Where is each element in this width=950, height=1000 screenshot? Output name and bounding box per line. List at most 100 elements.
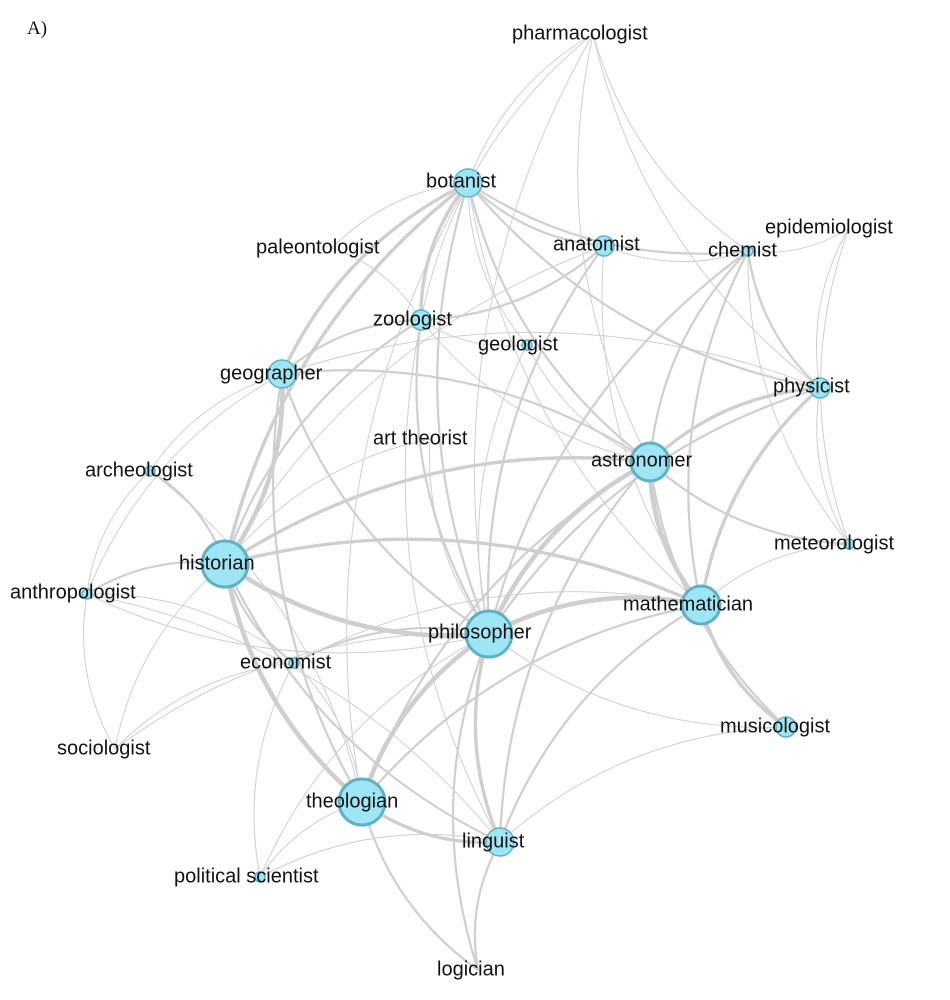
edge-economist-anthropologist (86, 593, 295, 664)
edge-epidemiologist-physicist (816, 227, 850, 389)
edge-philosopher-political_scientist (259, 633, 490, 878)
edge-botanist-philosopher (436, 181, 491, 636)
edge-zoologist-philosopher (415, 318, 491, 636)
node-label-paleontologist: paleontologist (256, 236, 380, 258)
node-label-chemist: chemist (708, 239, 777, 261)
edge-pharmacologist-chemist (592, 33, 749, 252)
node-label-musicologist: musicologist (720, 715, 830, 737)
node-label-geographer: geographer (220, 362, 323, 384)
node-mathematician[interactable] (680, 584, 722, 626)
node-botanist[interactable] (453, 168, 483, 198)
edge-chemist-physicist (746, 249, 822, 390)
edge-geologist-philosopher (478, 344, 528, 635)
edge-botanist-astronomer (466, 181, 652, 464)
edge-pharmacologist-physicist (592, 33, 821, 389)
node-geologist[interactable] (521, 339, 533, 351)
node-label-zoologist: zoologist (373, 308, 452, 330)
edge-linguist-logician (473, 840, 502, 972)
node-label-pharmacologist: pharmacologist (512, 22, 648, 44)
edge-mathematician-historian (223, 537, 703, 607)
edge-botanist-theologian (346, 182, 469, 803)
edge-astronomer-meteorologist (648, 460, 851, 546)
edge-art_theorist-historian (224, 438, 431, 565)
node-chemist[interactable] (742, 245, 754, 257)
edge-theologian-archeologist (149, 470, 363, 803)
node-political_scientist[interactable] (254, 871, 266, 883)
edge-astronomer-geographer (280, 369, 652, 464)
node-physicist[interactable] (809, 377, 831, 399)
edge-botanist-physicist (466, 181, 822, 390)
edge-mathematician-economist (293, 591, 702, 664)
edge-economist-political_scientist (253, 662, 295, 878)
node-label-logician: logician (437, 958, 505, 980)
node-linguist[interactable] (485, 827, 515, 857)
edge-anatomist-mathematician (601, 245, 702, 606)
node-zoologist[interactable] (410, 309, 432, 331)
edge-archeologist-anthropologist (86, 470, 151, 595)
edge-geographer-archeologist (149, 373, 283, 472)
edge-anatomist-philosopher (486, 244, 606, 636)
edge-art_theorist-philosopher (429, 438, 490, 635)
edge-pharmacologist-astronomer (577, 33, 651, 463)
node-archeologist[interactable] (144, 465, 156, 477)
node-label-epidemiologist: epidemiologist (765, 216, 893, 238)
node-anatomist[interactable] (593, 235, 615, 257)
edge-chemist-epidemiologist (747, 227, 850, 253)
nodes-layer (81, 168, 855, 883)
node-label-anthropologist: anthropologist (10, 581, 136, 603)
panel-label: A) (27, 18, 48, 39)
node-label-historian: historian (179, 552, 255, 574)
edge-zoologist-geologist (420, 319, 528, 347)
node-label-linguist: linguist (462, 830, 525, 852)
edge-historian-theologian (222, 561, 365, 805)
edge-physicist-astronomer (648, 386, 822, 464)
edge-historian-geographer (222, 371, 285, 567)
node-theologian[interactable] (337, 777, 387, 827)
labels-layer: pharmacologist botanist epidemiologist pale… (10, 22, 895, 980)
edge-philosopher-logician (451, 632, 491, 972)
node-label-mathematician: mathematician (623, 593, 753, 615)
edge-historian-linguist (223, 562, 502, 844)
edge-botanist-mathematician (467, 182, 702, 606)
node-economist[interactable] (288, 657, 300, 669)
edge-pharmacologist-botanist (467, 33, 594, 184)
edge-philosopher-linguist (473, 632, 502, 844)
edge-pharmacologist-philosopher (474, 33, 594, 635)
node-astronomer[interactable] (629, 441, 671, 483)
edge-astronomer-linguist (498, 460, 652, 844)
node-meteorologist[interactable] (843, 538, 855, 550)
edge-musicologist-linguist (499, 726, 787, 843)
node-label-archeologist: archeologist (85, 459, 193, 481)
edge-chemist-mathematician (687, 249, 750, 607)
edge-anthropologist-philosopher (86, 593, 490, 654)
node-label-astronomer: astronomer (591, 449, 692, 471)
node-geographer[interactable] (267, 359, 297, 389)
node-label-art_theorist: art theorist (373, 427, 468, 449)
edge-geographer-anthropologist (86, 373, 283, 595)
edge-botanist-anatomist (466, 181, 606, 248)
edge-geographer-philosopher (280, 372, 491, 636)
edge-botanist-paleontologist (331, 182, 469, 249)
edge-astronomer-historian (223, 456, 652, 566)
edge-physicist-mathematician (699, 386, 822, 607)
node-musicologist[interactable] (775, 716, 797, 738)
node-anthropologist[interactable] (81, 588, 93, 600)
edge-anthropologist-sociologist (83, 593, 116, 750)
edge-historian-sociologist (114, 563, 226, 750)
edge-botanist-zoologist (419, 181, 470, 322)
edge-philosopher-theologian (359, 631, 492, 805)
node-label-theologian: theologian (306, 790, 398, 812)
node-label-botanist: botanist (426, 170, 496, 192)
node-historian[interactable] (200, 539, 250, 589)
edge-linguist-anthropologist (86, 593, 501, 843)
edge-zoologist-anatomist (419, 244, 606, 322)
edge-philosopher-musicologist (488, 633, 787, 728)
node-label-economist: economist (240, 651, 332, 673)
edge-zoologist-astronomer (420, 319, 651, 463)
edge-physicist-meteorologist (816, 387, 850, 545)
node-label-philosopher: philosopher (428, 621, 532, 643)
node-philosopher[interactable] (464, 609, 514, 659)
edge-geologist-astronomer (526, 344, 651, 463)
edge-linguist-political_scientist (259, 833, 501, 878)
